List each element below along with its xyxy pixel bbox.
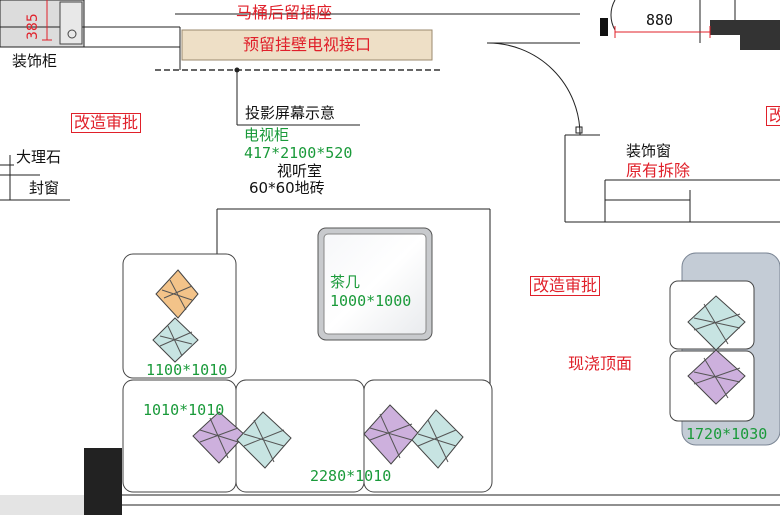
door-swing xyxy=(486,42,581,136)
pillow-purple xyxy=(687,349,746,405)
dimension-880 xyxy=(614,26,711,38)
pillow-purple xyxy=(192,411,246,464)
sofa-size-label: 1720*1030 xyxy=(686,425,768,443)
seal-window-label: 封窗 xyxy=(29,179,60,197)
approval-label: 改造审批 xyxy=(530,276,601,296)
tv-wall-panel xyxy=(181,29,433,61)
pillow-teal xyxy=(236,411,292,469)
socket-box xyxy=(59,1,83,45)
wall-column xyxy=(710,20,780,50)
coffee-table-glass xyxy=(323,233,427,335)
cast-ceiling-label: 现浇顶面 xyxy=(568,354,633,373)
dimension-880-label: 880 xyxy=(646,11,674,29)
wall-column xyxy=(600,18,608,36)
tv-cabinet-size: 417*2100*520 xyxy=(244,144,353,162)
wall-column xyxy=(84,448,122,515)
pillow-orange xyxy=(155,269,199,319)
door-swing xyxy=(610,0,616,31)
approval-label: 改造审批 xyxy=(71,113,142,133)
dimension-385 xyxy=(42,0,52,41)
toilet-socket-note: 马桶后留插座 xyxy=(236,3,333,22)
decor-cabinet-label: 装饰柜 xyxy=(12,52,58,70)
room-name: 视听室 xyxy=(277,162,323,180)
dimension-385-label: 385 xyxy=(25,13,41,40)
sofa-size-label: 1010*1010 xyxy=(143,401,225,419)
pillow-teal xyxy=(411,409,464,469)
floor-tile-label: 60*60地砖 xyxy=(249,179,325,197)
pillow-teal xyxy=(152,317,199,363)
pillow-purple xyxy=(363,404,419,465)
socket-icon xyxy=(67,29,77,39)
decor-window-label: 装饰窗 xyxy=(626,142,672,160)
door-hinge xyxy=(575,126,583,134)
tv-interface-note: 预留挂壁电视接口 xyxy=(243,35,372,54)
tea-table-size: 1000*1000 xyxy=(330,292,412,310)
approval-label: 改 xyxy=(766,106,780,126)
projection-screen-label: 投影屏幕示意 xyxy=(245,104,336,122)
tea-table-label: 茶几 xyxy=(330,273,361,291)
sofa-size-label: 1100*1010 xyxy=(146,361,228,379)
tv-cabinet-label: 电视柜 xyxy=(244,126,290,144)
floor-strip xyxy=(0,495,84,515)
marble-label: 大理石 xyxy=(16,148,62,166)
original-removed-label: 原有拆除 xyxy=(626,161,691,180)
sofa-size-label: 2280*1010 xyxy=(310,467,392,485)
